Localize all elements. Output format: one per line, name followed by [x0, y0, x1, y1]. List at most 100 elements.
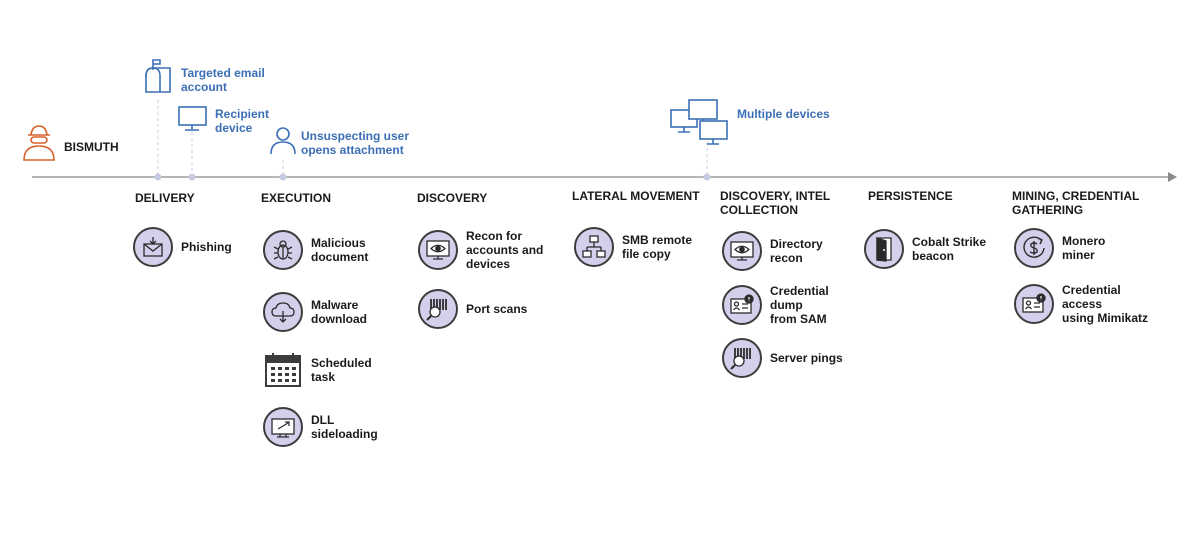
stage-title-delivery: DELIVERY	[135, 191, 195, 205]
technique-label-line: sideloading	[311, 427, 378, 441]
technique-label-line: Cobalt Strike	[912, 235, 987, 249]
technique-label-line: Server pings	[770, 351, 843, 365]
technique-label-line: Monero	[1062, 234, 1106, 248]
technique-label-line: SMB remote	[622, 233, 693, 247]
stage-title-line: DISCOVERY	[417, 191, 488, 205]
network-icon	[574, 227, 614, 267]
technique-label: Credential access using Mimikatz	[1062, 283, 1148, 325]
bug-icon	[263, 230, 303, 270]
technique-label-line: DLL	[311, 413, 335, 427]
technique-label-line: Directory	[770, 237, 823, 251]
hacker-icon	[23, 125, 55, 161]
technique-label-line: Phishing	[181, 240, 232, 254]
technique-smb-copy: SMB remote file copy	[574, 227, 692, 267]
technique-cobalt-strike: Cobalt Strike beacon	[864, 229, 986, 269]
calendar-icon	[263, 350, 303, 390]
barcode-scan-icon	[418, 289, 458, 329]
stage-title-line: DISCOVERY, INTEL	[720, 189, 831, 203]
technique-label: Cobalt Strike beacon	[912, 235, 986, 263]
technique-label-line: Malware	[311, 298, 359, 312]
callout-line: opens attachment	[301, 143, 404, 157]
technique-port-scans: Port scans	[418, 289, 527, 329]
technique-label: Credential dump from SAM	[770, 284, 829, 326]
stage-title-line: LATERAL MOVEMENT	[572, 189, 700, 203]
cloud-download-icon	[263, 292, 303, 332]
technique-label-line: dump	[770, 298, 803, 312]
technique-label-line: file copy	[622, 247, 671, 261]
technique-label-line: document	[311, 250, 369, 264]
multiple-monitors-icon	[670, 99, 728, 145]
technique-label-line: miner	[1062, 248, 1095, 262]
stage-title-line: EXECUTION	[261, 191, 332, 205]
technique-dll-sideloading: DLL sideloading	[263, 407, 378, 447]
technique-label-line: Recon for	[466, 229, 523, 243]
technique-label: Server pings	[770, 351, 843, 365]
technique-mimikatz: Credential access using Mimikatz	[1014, 283, 1148, 325]
technique-label-line: Malicious	[311, 236, 366, 250]
technique-label: Malicious document	[311, 236, 368, 264]
technique-malicious-document: Malicious document	[263, 230, 368, 270]
technique-server-pings: Server pings	[722, 338, 843, 378]
timeline-dot-user	[279, 173, 287, 181]
technique-label-line: accounts and	[466, 243, 544, 257]
stage-title-discovery-intel: DISCOVERY, INTEL COLLECTION	[720, 189, 830, 217]
technique-label-line: Credential	[1062, 283, 1121, 297]
mailbox-icon	[145, 59, 171, 93]
technique-scheduled-task: Scheduled task	[263, 350, 372, 390]
technique-label-line: download	[311, 312, 367, 326]
technique-label: Recon for accounts and devices	[466, 229, 543, 271]
callout-line: Multiple devices	[737, 107, 830, 121]
door-icon	[864, 229, 904, 269]
technique-label-line: access	[1062, 297, 1103, 311]
stage-title-line: DELIVERY	[135, 191, 195, 205]
technique-label-line: using Mimikatz	[1062, 311, 1149, 325]
stage-title-mining: MINING, CREDENTIAL GATHERING	[1012, 189, 1139, 217]
timeline-dot-multi	[703, 173, 711, 181]
callout-multiple-devices: Multiple devices	[737, 107, 830, 121]
technique-label-line: recon	[770, 251, 803, 265]
technique-label-line: devices	[466, 257, 511, 271]
stage-title-line: PERSISTENCE	[868, 189, 953, 203]
technique-label: SMB remote file copy	[622, 233, 692, 261]
technique-label-line: Credential	[770, 284, 829, 298]
technique-label-line: task	[311, 370, 336, 384]
callout-line: Targeted email	[181, 66, 265, 80]
stage-title-line: COLLECTION	[720, 203, 798, 217]
callout-line: account	[181, 80, 228, 94]
dollar-cycle-icon	[1014, 228, 1054, 268]
barcode-scan-icon	[722, 338, 762, 378]
technique-label: Port scans	[466, 302, 527, 316]
dll-sideload-icon	[263, 407, 303, 447]
timeline-dot-device	[188, 173, 196, 181]
callout-unsuspecting-user: Unsuspecting user opens attachment	[301, 129, 409, 157]
callout-targeted-email: Targeted email account	[181, 66, 265, 94]
stage-title-discovery: DISCOVERY	[417, 191, 487, 205]
monitor-icon	[178, 106, 207, 131]
technique-label: Monero miner	[1062, 234, 1105, 262]
actor-name: BISMUTH	[64, 140, 119, 154]
phishing-mail-icon	[133, 227, 173, 267]
technique-directory-recon: Directory recon	[722, 231, 823, 271]
technique-label: Malware download	[311, 298, 367, 326]
eye-monitor-icon	[722, 231, 762, 271]
callout-line: Unsuspecting user	[301, 129, 410, 143]
callout-line: device	[215, 121, 253, 135]
technique-credential-dump: Credential dump from SAM	[722, 284, 829, 326]
technique-label-line: Port scans	[466, 302, 528, 316]
technique-recon-accounts: Recon for accounts and devices	[418, 229, 543, 271]
technique-phishing: Phishing	[133, 227, 232, 267]
credential-card-icon	[722, 285, 762, 325]
callout-line: Recipient	[215, 107, 270, 121]
user-icon	[270, 127, 296, 155]
credential-card-icon	[1014, 284, 1054, 324]
technique-monero-miner: Monero miner	[1014, 228, 1105, 268]
technique-label-line: Scheduled	[311, 356, 372, 370]
technique-label: DLL sideloading	[311, 413, 378, 441]
timeline-arrowhead	[1168, 172, 1177, 182]
stage-title-lateral-movement: LATERAL MOVEMENT	[572, 189, 700, 203]
technique-label: Directory recon	[770, 237, 823, 265]
eye-monitor-icon	[418, 230, 458, 270]
stage-title-line: MINING, CREDENTIAL	[1012, 189, 1140, 203]
technique-label: Scheduled task	[311, 356, 372, 384]
